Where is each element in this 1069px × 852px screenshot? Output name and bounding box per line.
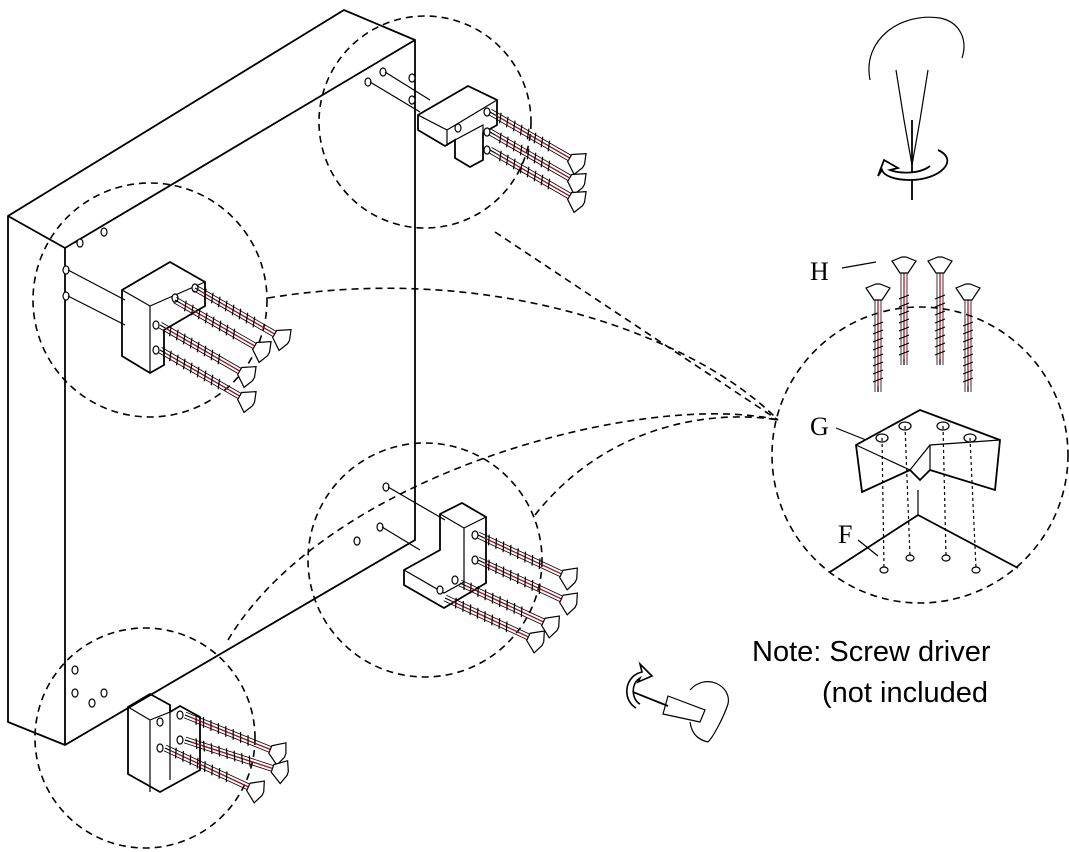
hole-f4 — [971, 566, 981, 574]
hole-f2 — [905, 554, 915, 562]
screw-h4 — [955, 283, 981, 393]
detail-circle-enlarged — [771, 306, 1069, 604]
detail-circle-bottom-left — [34, 627, 256, 849]
screw-h1 — [865, 283, 891, 393]
detail-circle-top-right — [318, 15, 532, 229]
hole-f3 — [941, 554, 951, 562]
enlarged-detail: H G F — [810, 256, 1019, 574]
screw-h3 — [927, 256, 953, 366]
leader-f — [857, 539, 879, 557]
screwdriver-bottom — [626, 661, 729, 743]
bracket-middle — [353, 482, 582, 656]
bracket-top-right — [364, 67, 591, 215]
rotation-arrow-small-icon — [626, 661, 654, 709]
panel-board — [7, 8, 416, 747]
bracket-top-left — [62, 227, 296, 415]
leader-g — [835, 427, 867, 441]
detail-circle-middle — [307, 442, 543, 678]
screw-h2 — [891, 256, 917, 366]
rotation-arrow-icon — [877, 149, 949, 181]
label-g: G — [810, 412, 829, 441]
note-not-included: (not included — [822, 677, 989, 709]
detail-connector-lines — [227, 231, 779, 641]
label-f: F — [838, 520, 852, 549]
bracket-bottom-left — [71, 665, 293, 806]
leader-h — [841, 261, 877, 269]
hole-f1 — [879, 566, 889, 574]
detail-circle-top-left — [32, 182, 268, 418]
screwdriver-top — [868, 16, 965, 200]
label-h: H — [810, 257, 829, 286]
note-screwdriver: Note: Screw driver — [752, 636, 991, 668]
